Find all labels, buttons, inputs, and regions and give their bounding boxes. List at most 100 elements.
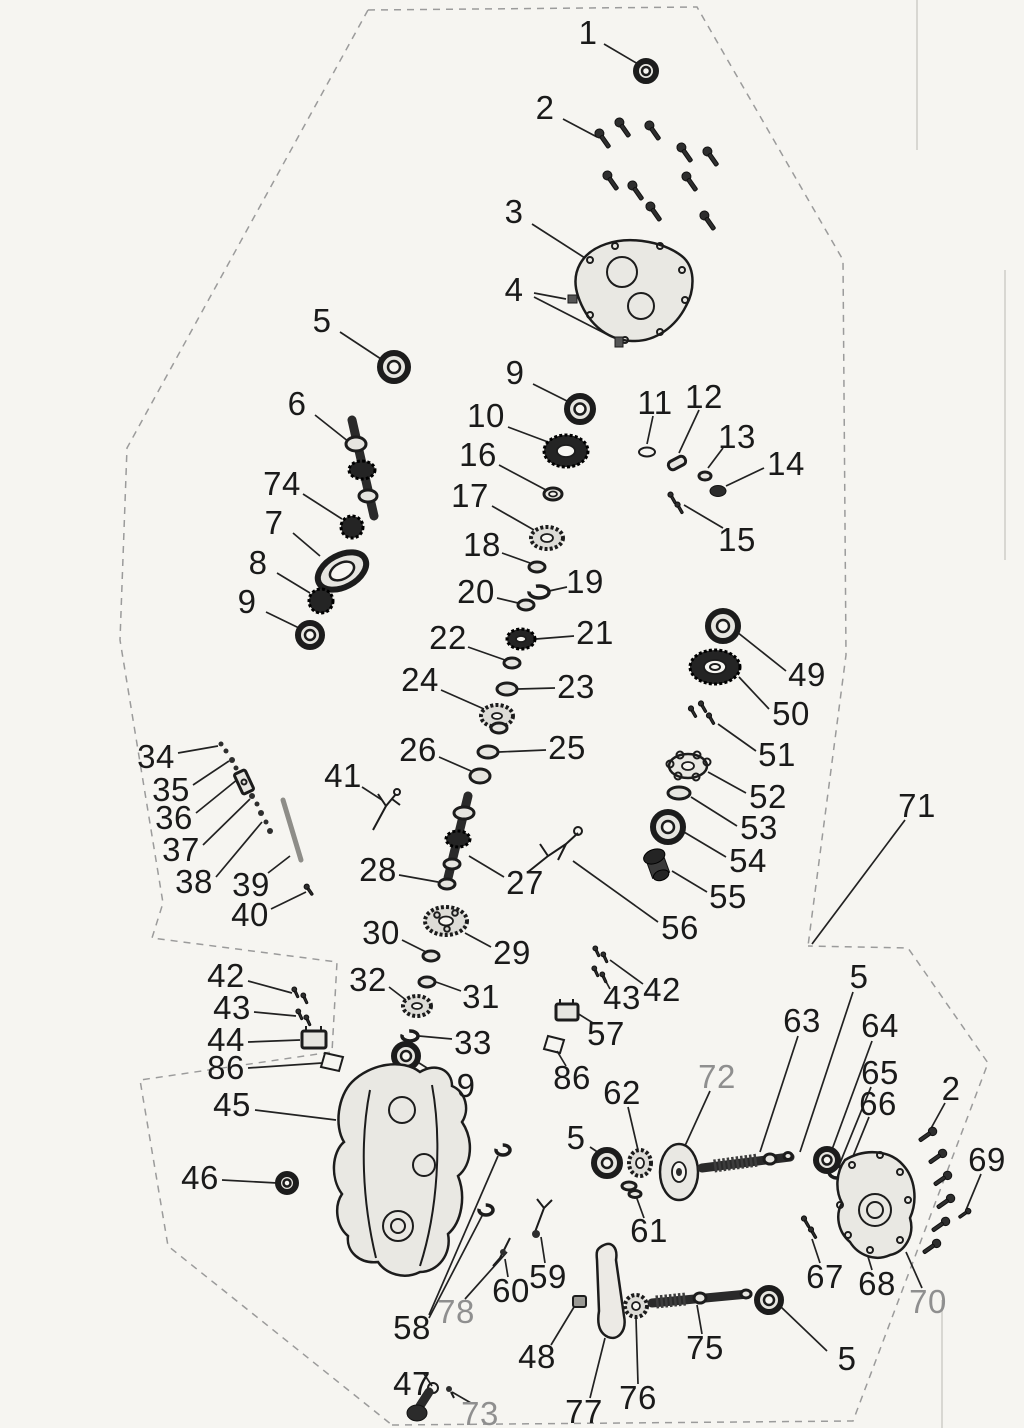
part-86-gasket-left bbox=[319, 1051, 345, 1073]
callout-69: 69 bbox=[968, 1141, 1006, 1178]
callout-46: 46 bbox=[181, 1159, 219, 1196]
callout-40: 40 bbox=[231, 896, 269, 933]
callout-71: 71 bbox=[898, 787, 936, 824]
part-29-gear bbox=[423, 905, 469, 937]
part-19-circlip bbox=[527, 584, 551, 600]
callout-42: 42 bbox=[207, 957, 245, 994]
callout-51: 51 bbox=[758, 736, 796, 773]
callout-77: 77 bbox=[565, 1393, 603, 1428]
part-57-switch bbox=[554, 999, 580, 1022]
callout-30: 30 bbox=[362, 914, 400, 951]
part-24-gear bbox=[479, 703, 515, 735]
callout-2: 2 bbox=[535, 89, 555, 126]
part-33-circlip bbox=[400, 1029, 420, 1043]
callout-42: 42 bbox=[643, 971, 681, 1008]
part-69-screw bbox=[958, 1207, 972, 1219]
callout-57: 57 bbox=[587, 1015, 625, 1052]
part-48-bushing bbox=[572, 1295, 587, 1308]
callout-56: 56 bbox=[661, 909, 699, 946]
part-51-screws bbox=[687, 700, 716, 725]
callout-19: 19 bbox=[566, 563, 604, 600]
part-16-washer bbox=[542, 486, 564, 502]
part-49-bearing bbox=[705, 608, 741, 644]
callout-76: 76 bbox=[619, 1379, 657, 1416]
callout-8: 8 bbox=[248, 544, 268, 581]
part-6-input-shaft bbox=[344, 415, 379, 521]
callout-27: 27 bbox=[506, 864, 544, 901]
callout-66: 66 bbox=[859, 1085, 897, 1122]
part-14-cap bbox=[709, 485, 727, 497]
callout-62: 62 bbox=[603, 1074, 641, 1111]
callout-9: 9 bbox=[237, 583, 257, 620]
part-54-bearing bbox=[650, 809, 686, 845]
callout-22: 22 bbox=[429, 619, 467, 656]
part-50-final-gear bbox=[688, 648, 742, 686]
callout-60: 60 bbox=[492, 1272, 530, 1309]
callout-1: 1 bbox=[578, 14, 598, 51]
part-9-bearing-left bbox=[295, 620, 325, 650]
scan-artifact-lines bbox=[916, 0, 1006, 1428]
part-47-shift-shaft bbox=[406, 1382, 439, 1422]
callout-78: 78 bbox=[437, 1293, 475, 1330]
callout-73: 73 bbox=[461, 1395, 499, 1428]
callout-14: 14 bbox=[767, 445, 805, 482]
callout-49: 49 bbox=[788, 656, 826, 693]
callout-4: 4 bbox=[504, 271, 524, 308]
callout-25: 25 bbox=[548, 729, 586, 766]
part-68-side-cover-right bbox=[836, 1150, 916, 1259]
callout-5: 5 bbox=[849, 958, 869, 995]
callout-68: 68 bbox=[858, 1265, 896, 1302]
part-11-oring bbox=[638, 446, 656, 458]
callout-5: 5 bbox=[312, 302, 332, 339]
callout-74: 74 bbox=[263, 465, 301, 502]
part-45-gear-housing bbox=[332, 1063, 472, 1277]
part-21-gear bbox=[505, 627, 537, 651]
callout-50: 50 bbox=[772, 695, 810, 732]
part-32-gear bbox=[401, 994, 433, 1018]
callout-64: 64 bbox=[861, 1007, 899, 1044]
callout-70: 70 bbox=[909, 1283, 947, 1320]
callout-3: 3 bbox=[504, 193, 524, 230]
callout-6: 6 bbox=[287, 385, 307, 422]
part-10-gear-cluster bbox=[542, 433, 590, 469]
parts-34-38-detent-set bbox=[218, 741, 273, 834]
part-72-disc bbox=[658, 1142, 700, 1202]
part-52-spider-plate bbox=[665, 750, 712, 782]
part-61-washers bbox=[620, 1180, 643, 1199]
callout-9: 9 bbox=[456, 1067, 476, 1104]
callout-32: 32 bbox=[349, 961, 387, 998]
callout-5: 5 bbox=[837, 1340, 857, 1377]
callout-13: 13 bbox=[718, 418, 756, 455]
diagram-boundary bbox=[119, 6, 989, 1426]
callout-75: 75 bbox=[686, 1329, 724, 1366]
part-23-washer bbox=[495, 681, 519, 697]
part-31-washer bbox=[417, 975, 437, 989]
callout-86: 86 bbox=[553, 1059, 591, 1096]
callout-86: 86 bbox=[207, 1049, 245, 1086]
callout-28: 28 bbox=[359, 851, 397, 888]
callout-44: 44 bbox=[207, 1021, 245, 1058]
part-27-main-shaft bbox=[442, 791, 476, 883]
callout-15: 15 bbox=[718, 521, 756, 558]
callout-43: 43 bbox=[213, 989, 251, 1026]
part-46-bushing bbox=[275, 1171, 299, 1195]
callout-54: 54 bbox=[729, 842, 767, 879]
callout-35: 35 bbox=[152, 771, 190, 808]
part-76-gear bbox=[623, 1293, 649, 1319]
part-77-chain-guide bbox=[595, 1242, 626, 1340]
callout-72: 72 bbox=[698, 1058, 736, 1095]
part-2-bolts-right bbox=[918, 1126, 956, 1254]
part-56-shift-fork bbox=[527, 826, 583, 873]
part-5-bearing-bottom-right bbox=[754, 1285, 784, 1315]
part-40-screw bbox=[303, 883, 314, 896]
part-67-bolts bbox=[800, 1215, 818, 1239]
callout-58: 58 bbox=[393, 1309, 431, 1346]
callout-9: 9 bbox=[505, 354, 525, 391]
callout-10: 10 bbox=[467, 397, 505, 434]
callout-53: 53 bbox=[740, 809, 778, 846]
callout-20: 20 bbox=[457, 573, 495, 610]
part-74-gear bbox=[339, 514, 365, 540]
callout-17: 17 bbox=[451, 477, 489, 514]
